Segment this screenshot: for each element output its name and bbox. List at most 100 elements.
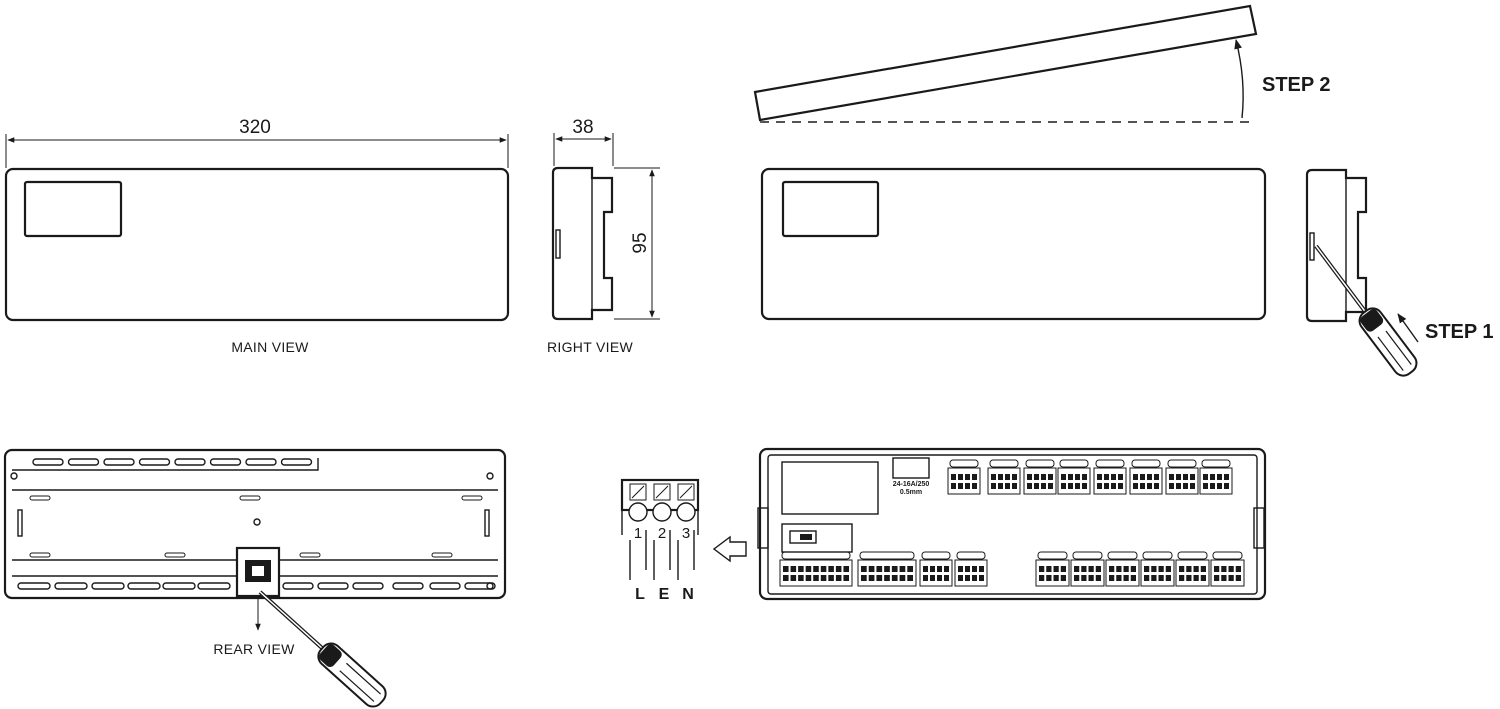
rear-bottom-vent xyxy=(392,582,424,590)
bottom-connector-pin xyxy=(1081,575,1087,581)
bottom-connector-pin xyxy=(937,566,942,572)
rear-top-vent xyxy=(67,458,100,466)
top-connector-pin xyxy=(1005,474,1010,480)
rear-bottom-vent xyxy=(352,582,384,590)
bottom-connector-pin xyxy=(876,575,883,581)
rear-bottom-vent xyxy=(197,582,231,590)
bottom-connector-pin xyxy=(1095,566,1101,572)
right-view: 38 95 RIGHT VIEW xyxy=(547,117,660,355)
rear-screwdriver-shaft-hl xyxy=(259,591,323,649)
bottom-connector-pin xyxy=(1235,566,1241,572)
step2-group: STEP 2 xyxy=(753,4,1331,123)
top-connector xyxy=(1199,467,1233,495)
bottom-connector xyxy=(1175,559,1210,587)
main-view: 320 MAIN VIEW xyxy=(4,117,510,355)
rear-bottom-vent xyxy=(162,582,196,590)
bottom-connector-pin xyxy=(876,566,883,572)
bottom-connector-pin xyxy=(972,566,977,572)
top-connector-pin xyxy=(972,483,977,489)
bottom-connector-pin xyxy=(1221,566,1227,572)
bottom-connector-pin xyxy=(1165,575,1171,581)
top-connector-pin xyxy=(1224,474,1229,480)
bottom-connector-tab xyxy=(1107,551,1138,560)
bottom-connector-pin xyxy=(907,575,913,581)
bottom-connector-tab xyxy=(1037,551,1068,560)
top-connector-pin xyxy=(1169,483,1174,489)
board-side-clip-right xyxy=(1253,507,1265,549)
height-dimension: 95 xyxy=(630,232,651,253)
step1-label: STEP 1 xyxy=(1425,321,1494,343)
top-connector-pin xyxy=(1111,483,1116,489)
screwdriver-side xyxy=(1314,244,1418,377)
top-connector-pin xyxy=(998,474,1003,480)
bottom-connector-pin xyxy=(923,575,928,581)
bottom-connector-pin xyxy=(930,575,935,581)
top-connector-pin xyxy=(1154,483,1159,489)
top-connector-pin xyxy=(958,483,963,489)
bottom-connector-pin xyxy=(820,575,827,581)
top-connector xyxy=(947,467,981,495)
terminal-label-L: L xyxy=(635,586,645,603)
top-connector-tab xyxy=(1201,459,1231,468)
bottom-connector-pin xyxy=(944,566,949,572)
bottom-connector-pin xyxy=(1046,566,1052,572)
bottom-connector-pin xyxy=(1186,566,1192,572)
bottom-connector-pin xyxy=(1123,566,1129,572)
terminal-label-N: N xyxy=(682,586,694,603)
top-connector-pin xyxy=(1183,474,1188,480)
rear-screwdriver-handle xyxy=(317,642,387,708)
top-connector-pin xyxy=(972,474,977,480)
top-connector-pin xyxy=(1061,474,1066,480)
bottom-connector-pin xyxy=(1235,575,1241,581)
top-connector-tab xyxy=(949,459,979,468)
top-connector-pin xyxy=(1176,483,1181,489)
bottom-connector-pin xyxy=(1151,566,1157,572)
bottom-connector-pin xyxy=(1074,566,1080,572)
rear-latch xyxy=(235,546,281,598)
bottom-connector-pin xyxy=(944,575,949,581)
rear-bottom-vent xyxy=(91,582,125,590)
rear-slot xyxy=(239,495,261,501)
bottom-connector xyxy=(779,559,853,587)
bottom-connector-pin xyxy=(884,575,890,581)
bottom-connector xyxy=(1210,559,1245,587)
top-connector-pin xyxy=(991,474,996,480)
screw-top-left xyxy=(10,472,18,480)
screwdriver-shaft-hl xyxy=(1315,245,1365,311)
rear-small-slots xyxy=(29,495,483,558)
board-marking-1: 24-16A/250 xyxy=(893,481,930,488)
top-connector xyxy=(987,467,1021,495)
bottom-connector-pin xyxy=(868,566,875,572)
bottom-connector-pin xyxy=(805,575,812,581)
bottom-connector-pin xyxy=(1116,575,1122,581)
rear-housing xyxy=(3,448,507,600)
front-body-open xyxy=(760,167,1267,321)
bottom-connector-pin xyxy=(958,575,963,581)
top-connector-pin xyxy=(1012,474,1017,480)
top-connector-pin xyxy=(1097,474,1102,480)
bottom-connector-pin xyxy=(783,566,789,572)
top-connector-pin xyxy=(1133,483,1138,489)
bottom-connector-pin xyxy=(783,575,789,581)
push-arrow xyxy=(1397,313,1419,343)
bottom-connector xyxy=(919,559,953,587)
top-connector-pin xyxy=(1048,474,1053,480)
top-connector-tab xyxy=(1059,459,1089,468)
board-marking-2: 0.5mm xyxy=(900,489,922,496)
bottom-connector-pin xyxy=(1039,575,1045,581)
top-connector-pin xyxy=(1068,474,1073,480)
bottom-connector-pin xyxy=(1088,575,1094,581)
bottom-connector-pin xyxy=(1060,566,1066,572)
bottom-connector-pin xyxy=(1074,575,1080,581)
top-connector-pin xyxy=(1068,483,1073,489)
latch-window xyxy=(252,566,264,576)
bottom-connector-pin xyxy=(1214,575,1220,581)
top-connector-pin xyxy=(1140,474,1145,480)
side-slot xyxy=(1309,232,1315,261)
bottom-connector-pin xyxy=(1151,575,1157,581)
top-connector-pin xyxy=(1190,483,1195,489)
top-connector-pin xyxy=(1111,474,1116,480)
screw-top-right xyxy=(486,472,494,480)
depth-dimension: 38 xyxy=(572,117,593,138)
top-connector-pin xyxy=(1097,483,1102,489)
